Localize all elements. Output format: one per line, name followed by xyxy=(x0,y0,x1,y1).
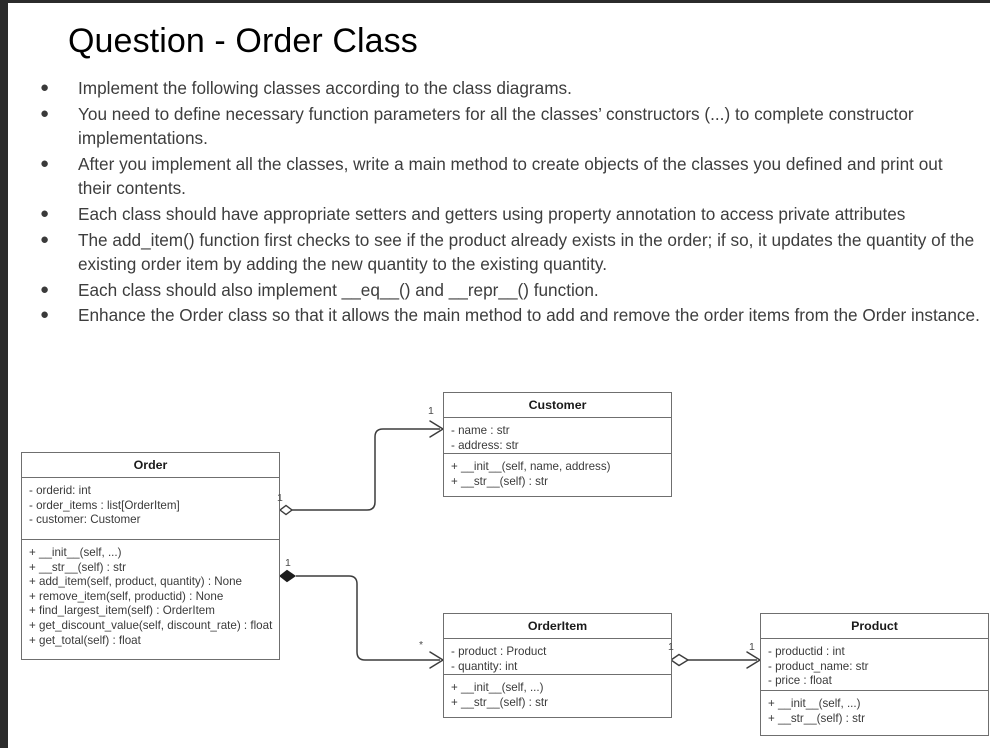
list-item-text: Implement the following classes accordin… xyxy=(78,78,572,98)
uml-class-orderitem[interactable]: OrderItem - product : Product - quantity… xyxy=(443,613,672,718)
list-item: ● Each class should also implement __eq_… xyxy=(40,278,980,303)
bullet-icon: ● xyxy=(40,104,50,122)
uml-method: + __str__(self) : str xyxy=(29,560,126,574)
list-item: ● You need to define necessary function … xyxy=(40,102,980,151)
uml-attribute: - address: str xyxy=(451,438,519,452)
uml-class-order-methods: + __init__(self, ...) + __str__(self) : … xyxy=(22,540,279,654)
list-item-text: Each class should also implement __eq__(… xyxy=(78,279,599,300)
uml-class-product-methods: + __init__(self, ...) + __str__(self) : … xyxy=(761,691,988,732)
uml-attribute: - customer: Customer xyxy=(29,513,141,527)
list-item: ● Enhance the Order class so that it all… xyxy=(40,303,980,328)
multiplicity-order-customer-target: 1 xyxy=(428,405,434,417)
list-item-text: Each class should have appropriate sette… xyxy=(78,203,906,224)
uml-method: + get_discount_value(self, discount_rate… xyxy=(29,618,273,632)
uml-attribute: - product_name: str xyxy=(768,659,869,673)
bullet-icon: ● xyxy=(40,230,50,248)
uml-method: + add_item(self, product, quantity) : No… xyxy=(29,575,242,589)
list-item-text: The add_item() function first checks to … xyxy=(78,229,975,275)
uml-attribute: - product : Product xyxy=(451,645,547,658)
uml-class-customer-methods: + __init__(self, name, address) + __str_… xyxy=(444,454,671,495)
list-item-text: After you implement all the classes, wri… xyxy=(78,153,943,199)
bullet-icon: ● xyxy=(40,306,50,324)
list-item: ● Each class should have appropriate set… xyxy=(40,202,980,227)
uml-method: + __init__(self, ...) xyxy=(29,546,122,559)
composition-diamond-order-orderitem xyxy=(279,569,297,583)
uml-class-product[interactable]: Product - productid : int - product_name… xyxy=(760,613,989,736)
multiplicity-orderitem-product-source: 1 xyxy=(668,641,674,653)
list-item: ● After you implement all the classes, w… xyxy=(40,152,980,201)
multiplicity-orderitem-product-target: 1 xyxy=(749,641,755,653)
uml-class-orderitem-methods: + __init__(self, ...) + __str__(self) : … xyxy=(444,675,671,716)
uml-attribute: - quantity: int xyxy=(451,659,518,673)
uml-class-customer-attributes: - name : str - address: str xyxy=(444,418,671,454)
multiplicity-order-orderitem-source: 1 xyxy=(285,557,291,569)
slide-left-edge xyxy=(0,0,8,748)
uml-class-product-title: Product xyxy=(761,614,988,639)
uml-attribute: - orderid: int xyxy=(29,484,91,497)
aggregation-diamond-order-customer xyxy=(278,504,294,516)
uml-class-order-attributes: - orderid: int - order_items : list[Orde… xyxy=(22,478,279,540)
uml-attribute: - name : str xyxy=(451,424,510,437)
uml-method: + remove_item(self, productid) : None xyxy=(29,589,224,603)
bullet-icon: ● xyxy=(40,280,50,298)
uml-class-orderitem-title: OrderItem xyxy=(444,614,671,639)
uml-class-orderitem-attributes: - product : Product - quantity: int xyxy=(444,639,671,675)
uml-attribute: - productid : int xyxy=(768,645,845,658)
uml-attribute: - price : float xyxy=(768,674,832,688)
bullet-icon: ● xyxy=(40,154,50,172)
uml-class-product-attributes: - productid : int - product_name: str - … xyxy=(761,639,988,691)
uml-class-order[interactable]: Order - orderid: int - order_items : lis… xyxy=(21,452,280,660)
multiplicity-order-orderitem-target: * xyxy=(419,639,424,651)
bullet-icon: ● xyxy=(40,79,50,96)
multiplicity-order-customer-source: 1 xyxy=(277,492,283,504)
list-item-text: Enhance the Order class so that it allow… xyxy=(78,305,980,326)
uml-method: + get_total(self) : float xyxy=(29,633,141,647)
uml-method: + __init__(self, name, address) xyxy=(451,460,611,473)
uml-class-customer-title: Customer xyxy=(444,393,671,418)
uml-method: + __init__(self, ...) xyxy=(451,681,544,694)
uml-class-customer[interactable]: Customer - name : str - address: str + _… xyxy=(443,392,672,497)
list-item: ● Implement the following classes accord… xyxy=(40,76,980,101)
list-item: ● The add_item() function first checks t… xyxy=(40,228,980,277)
uml-method: + __str__(self) : str xyxy=(451,474,548,488)
uml-class-order-title: Order xyxy=(22,453,279,478)
uml-method: + find_largest_item(self) : OrderItem xyxy=(29,604,215,618)
aggregation-diamond-orderitem-product xyxy=(669,653,690,667)
instruction-list: ● Implement the following classes accord… xyxy=(40,76,980,329)
bullet-icon: ● xyxy=(40,204,50,222)
page-title: Question - Order Class xyxy=(68,22,418,60)
connector-order-orderitem xyxy=(296,575,440,661)
uml-attribute: - order_items : list[OrderItem] xyxy=(29,498,180,512)
list-item-text: You need to define necessary function pa… xyxy=(78,103,914,149)
uml-method: + __str__(self) : str xyxy=(451,695,548,709)
connector-order-customer xyxy=(290,428,440,511)
uml-method: + __init__(self, ...) xyxy=(768,697,861,710)
uml-method: + __str__(self) : str xyxy=(768,711,865,725)
slide-top-edge xyxy=(0,0,990,3)
